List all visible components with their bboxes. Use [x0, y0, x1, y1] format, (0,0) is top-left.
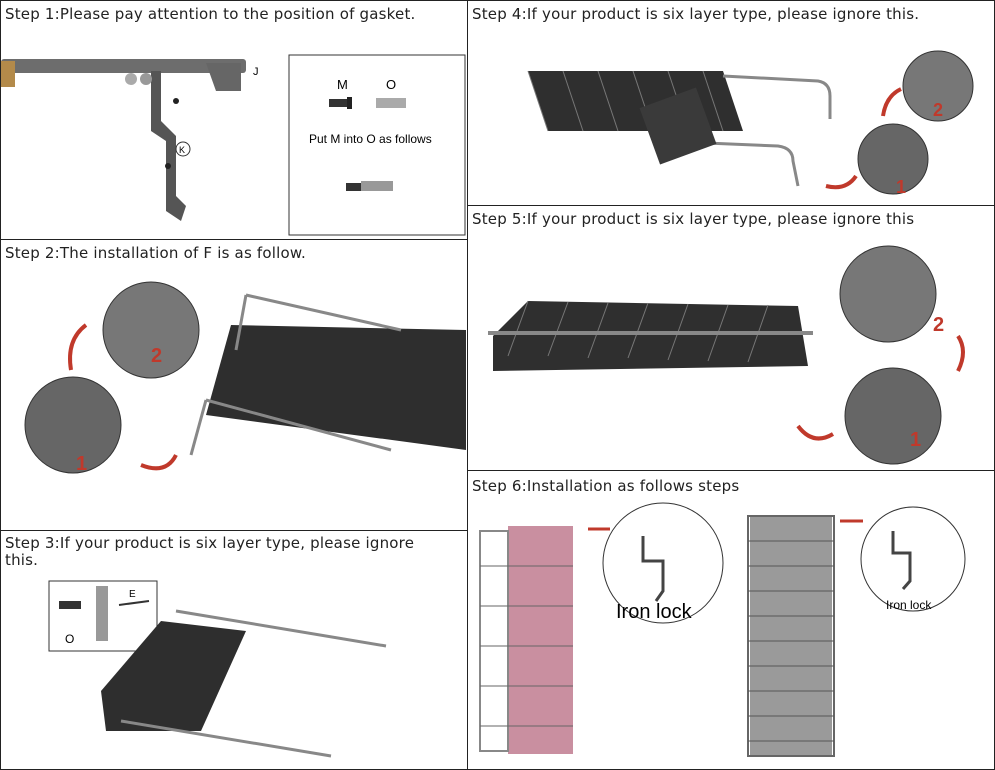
step3-panel: Step 3:If your product is six layer type…	[0, 530, 468, 770]
red-arrow-icon	[956, 334, 965, 372]
detail-circles: 2 1	[796, 245, 965, 465]
step2-title: Step 2:The installation of F is as follo…	[5, 244, 306, 262]
step6-illustration: Iron lock Iron lock	[479, 502, 966, 757]
step5-panel: Step 5:If your product is six layer type…	[467, 205, 995, 471]
step4-illustration: 1 2	[527, 50, 974, 197]
detail-circles: 1 2	[825, 50, 974, 197]
part-k-label: K	[179, 145, 185, 155]
step5-illustration: 2 1	[488, 245, 965, 465]
step5-num1: 1	[910, 429, 921, 451]
grey-rack-diagram	[747, 515, 835, 757]
label-o: O	[65, 632, 74, 646]
iron-lock-detail-2	[860, 506, 966, 612]
step6-title: Step 6:Installation as follows steps	[472, 477, 740, 495]
shoe-rack-diagram	[189, 293, 466, 456]
step3-illustration: E O	[48, 580, 387, 758]
step5-title: Step 5:If your product is six layer type…	[472, 210, 915, 228]
step4-num1: 1	[896, 177, 906, 197]
step4-panel: Step 4:If your product is six layer type…	[467, 0, 995, 206]
screw-icon	[59, 586, 150, 641]
red-arrow-icon	[140, 454, 178, 471]
screw-m-icon	[329, 97, 352, 109]
pink-rack-diagram	[479, 526, 573, 754]
step2-illustration: 2 1	[24, 281, 466, 475]
part-j-label: J	[253, 66, 259, 78]
instruction-text: Put M into O as follows	[309, 132, 432, 146]
shoe-rack-diagram	[101, 609, 387, 758]
label-m: M	[337, 77, 348, 92]
iron-lock-label-2: Iron lock	[886, 598, 932, 612]
step2-panel: Step 2:The installation of F is as follo…	[0, 239, 468, 531]
iron-lock-label-1: Iron lock	[616, 601, 693, 623]
red-arrow-icon	[796, 424, 835, 441]
parts-box	[48, 580, 158, 652]
step4-num2: 2	[933, 100, 943, 120]
step5-num2: 2	[933, 314, 944, 336]
detail-circles: 2 1	[24, 281, 200, 475]
step2-num1: 1	[76, 453, 87, 475]
label-e: E	[129, 589, 136, 600]
detail-box	[288, 54, 466, 236]
step4-title: Step 4:If your product is six layer type…	[472, 5, 920, 23]
step6-panel: Step 6:Installation as follows steps Iro…	[467, 470, 995, 770]
red-arrow-icon	[825, 174, 858, 190]
step1-panel: Step 1:Please pay attention to the posit…	[0, 0, 468, 240]
step3-title: Step 3:If your product is six layer type…	[5, 534, 415, 569]
red-arrow-icon	[68, 323, 88, 371]
step1-title: Step 1:Please pay attention to the posit…	[5, 5, 416, 23]
label-o: O	[386, 77, 396, 92]
shoe-rack-diagram	[488, 300, 813, 371]
shoe-rack-diagram	[527, 70, 832, 187]
assembled-part-icon	[346, 181, 393, 191]
step2-num2: 2	[151, 345, 162, 367]
bracket-diagram	[1, 59, 246, 221]
tube-o-icon	[376, 98, 406, 108]
step1-illustration: J K M O Put M into O as follows	[1, 54, 466, 236]
red-arrow-icon	[881, 87, 902, 117]
